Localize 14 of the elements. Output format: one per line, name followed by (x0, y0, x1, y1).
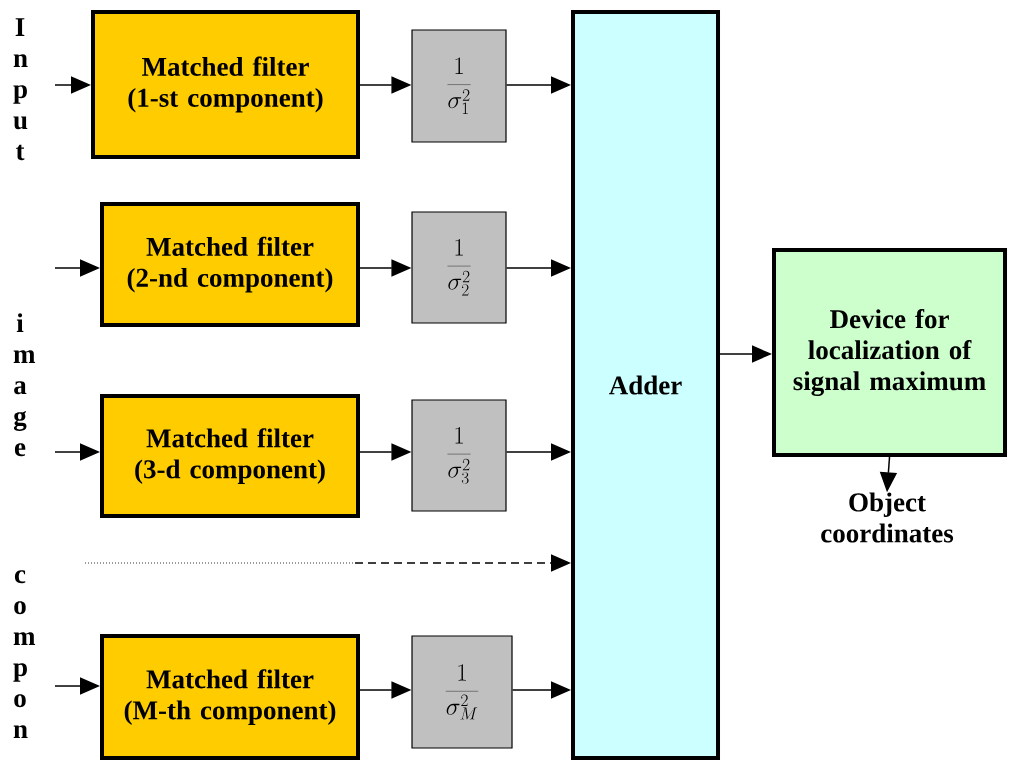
process-box: Matched filter (2-nd component) (100, 202, 360, 327)
side-label: image (13, 313, 36, 457)
weight-box: $\frac{1}{\sigma_{M}^{2}}$ (411, 635, 513, 749)
process-box: Matched filter (3-d component) (100, 394, 360, 518)
weight-box: $\frac{1}{\sigma_{2}^{2}}$ (411, 211, 507, 324)
process-box: Matched filter (1-st component) (91, 10, 360, 159)
side-label: Input (13, 18, 28, 161)
adder-box: Adder (571, 10, 720, 760)
weight-box: $\frac{1}{\sigma_{3}^{2}}$ (411, 399, 507, 512)
device-box: Device for localization of signal maximum (772, 248, 1007, 457)
side-label: compon (13, 570, 36, 738)
process-box: Matched filter (M-th component) (100, 634, 360, 760)
weight-box: $\frac{1}{\sigma_{1}^{2}}$ (411, 29, 507, 143)
output-label: Object coordinates (821, 492, 954, 543)
